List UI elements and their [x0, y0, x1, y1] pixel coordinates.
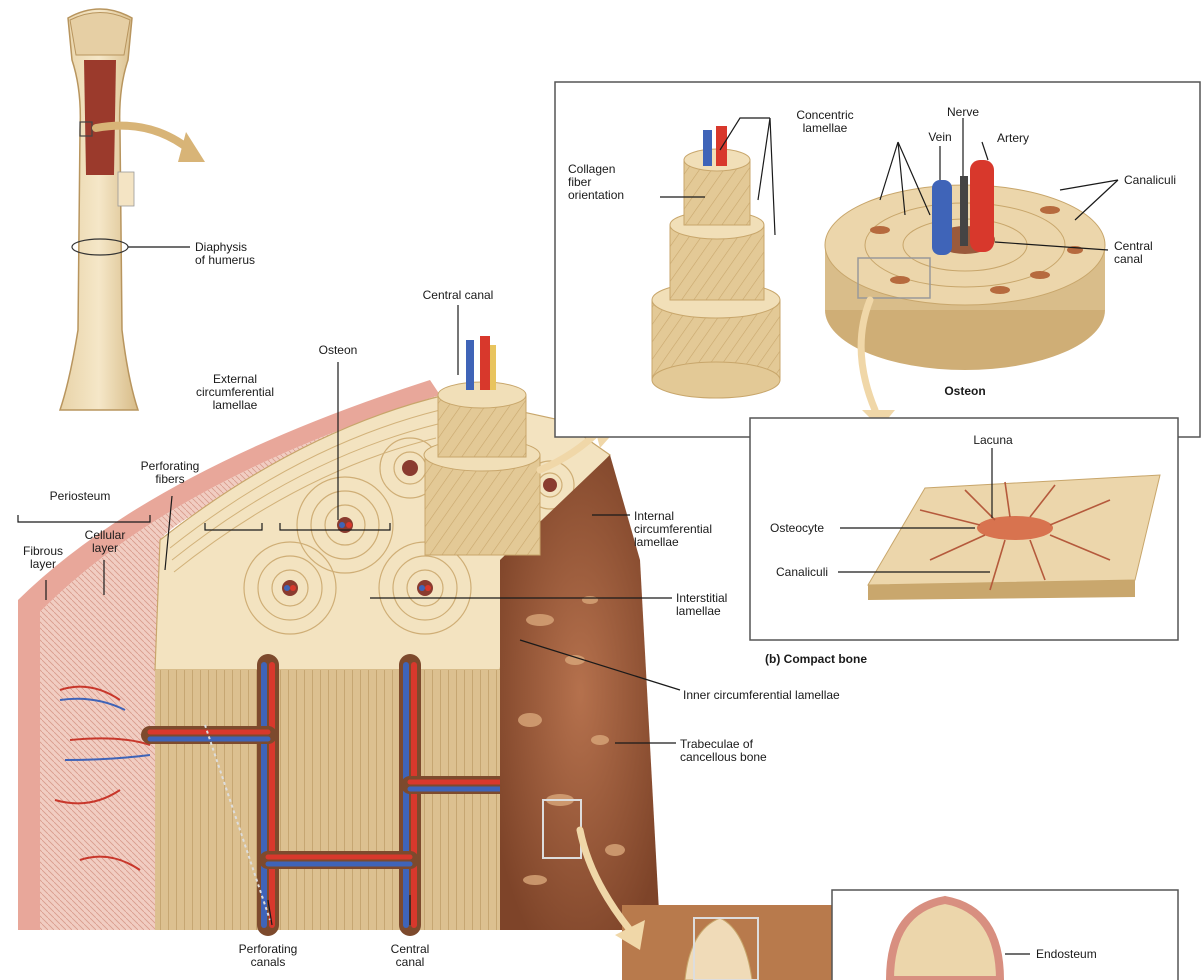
label-external-circumferential-lamellae: External circumferential lamellae — [180, 373, 290, 412]
label-compact-bone-caption: (b) Compact bone — [765, 653, 867, 666]
label-interstitial-lamellae: Interstitial lamellae — [676, 592, 727, 618]
label-cellular-layer: Cellular layer — [70, 529, 140, 555]
label-fibrous-layer: Fibrous layer — [8, 545, 78, 571]
humerus-illustration — [60, 9, 205, 410]
compact-bone-front — [150, 665, 500, 930]
label-osteon-inset: Osteon — [925, 385, 1005, 398]
label-canaliculi-top: Canaliculi — [1124, 174, 1176, 187]
label-central-canal-top: Central canal — [398, 289, 518, 302]
label-lacuna: Lacuna — [955, 434, 1031, 447]
label-central-canal-inset: Central canal — [1114, 240, 1153, 266]
label-diaphysis: Diaphysis of humerus — [195, 241, 255, 267]
osteon-inset-art — [555, 82, 1200, 437]
label-nerve: Nerve — [935, 106, 991, 119]
label-artery: Artery — [997, 132, 1029, 145]
label-trabeculae: Trabeculae of cancellous bone — [680, 738, 767, 764]
label-collagen-fiber-orientation: Collagen fiber orientation — [568, 163, 624, 202]
label-canaliculi-bottom: Canaliculi — [776, 566, 828, 579]
label-concentric-lamellae: Concentric lamellae — [775, 109, 875, 135]
label-perforating-canals: Perforating canals — [218, 943, 318, 969]
label-vein: Vein — [912, 131, 968, 144]
label-internal-circumferential-lamellae: Internal circumferential lamellae — [634, 510, 712, 549]
label-inner-circumferential-lamellae: Inner circumferential lamellae — [683, 689, 840, 702]
label-endosteum: Endosteum — [1036, 948, 1097, 961]
label-perforating-fibers: Perforating fibers — [120, 460, 220, 486]
label-periosteum: Periosteum — [20, 490, 140, 503]
label-osteocyte: Osteocyte — [770, 522, 824, 535]
label-central-canal-bottom: Central canal — [375, 943, 445, 969]
label-osteon-main: Osteon — [300, 344, 376, 357]
